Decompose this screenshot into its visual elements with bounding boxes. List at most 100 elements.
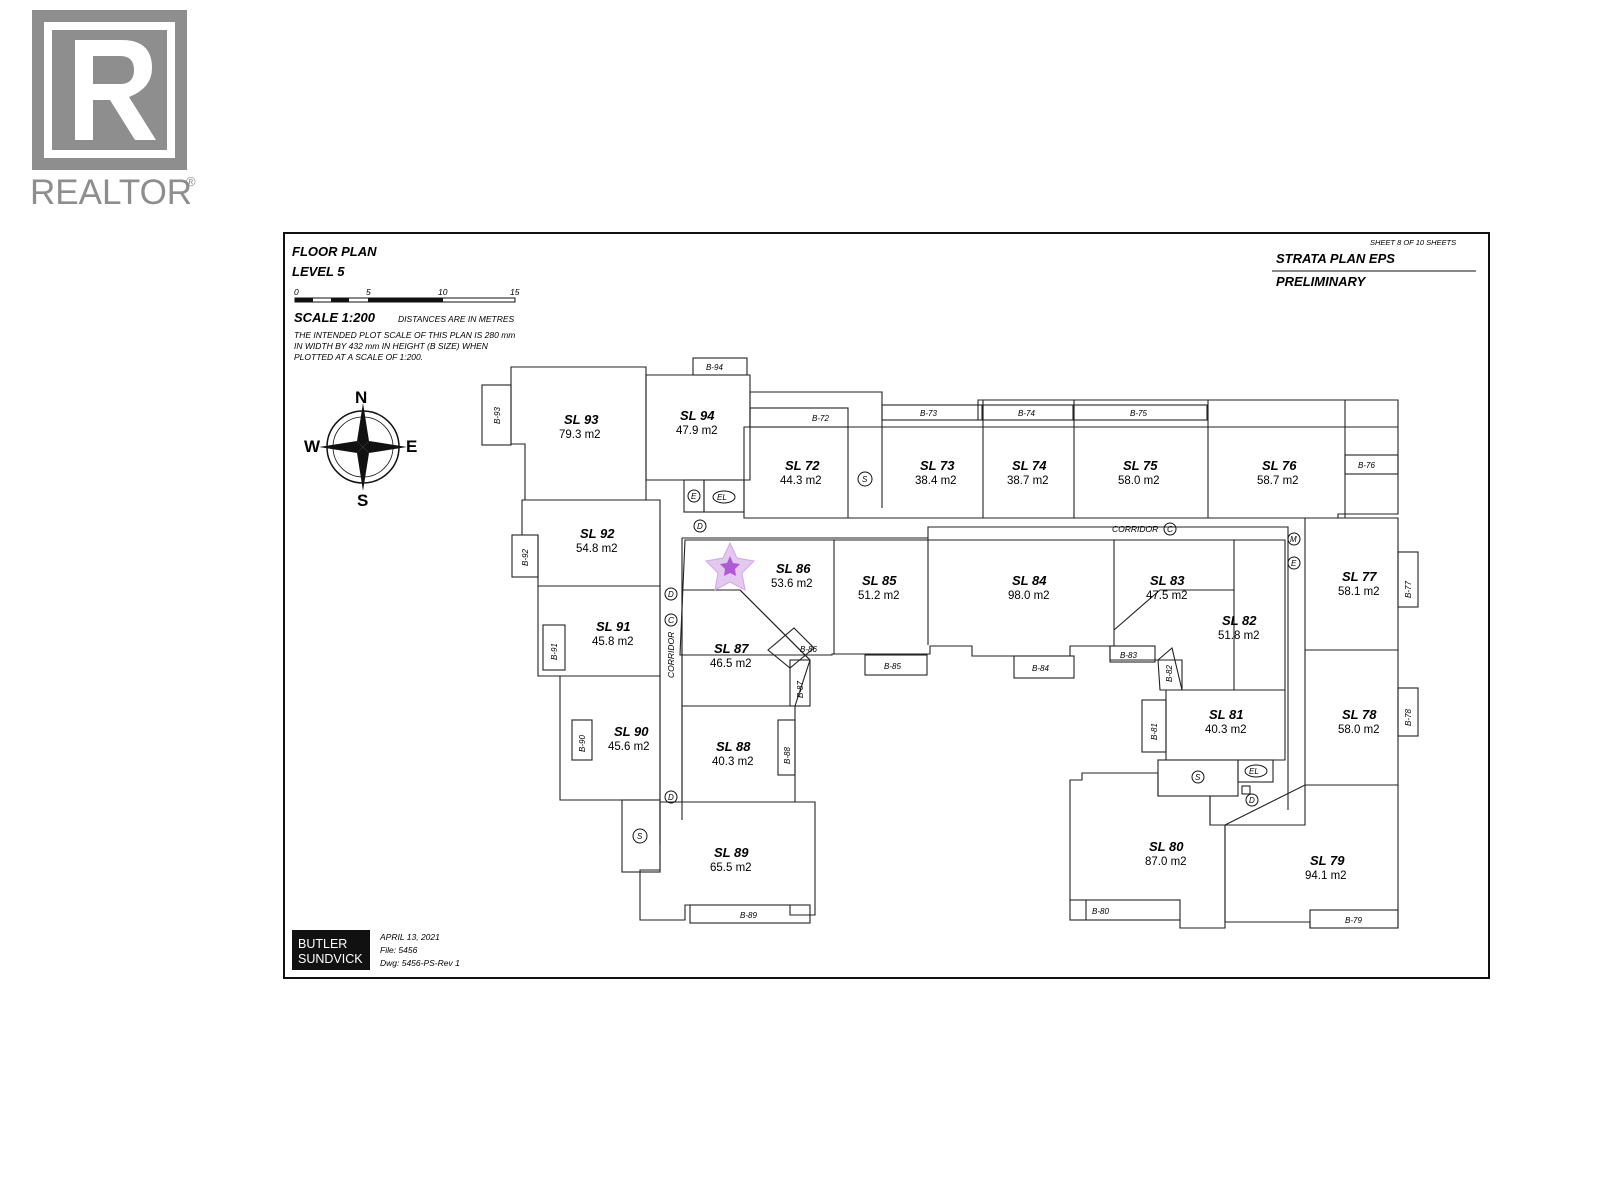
symbol-el-2: EL (1249, 767, 1259, 776)
unit-area: 40.3 m2 (1205, 724, 1247, 736)
balcony-b74: B-74 (1018, 409, 1035, 418)
scale-label: SCALE 1:200 (294, 310, 376, 325)
footer-brand-2: SUNDVICK (298, 952, 363, 966)
footer-dwg: Dwg: 5456-PS-Rev 1 (380, 958, 460, 968)
symbol-s-2: S (1195, 773, 1201, 782)
balcony-b85: B-85 (884, 662, 901, 671)
realtor-watermark: REALTOR ® (30, 8, 200, 213)
unit-area: 38.4 m2 (915, 475, 957, 487)
scale-tick-0: 0 (294, 287, 299, 297)
symbol-el-1: EL (717, 493, 727, 502)
unit-name: SL 85 (862, 573, 897, 588)
symbol-d-1: D (697, 522, 703, 531)
unit-area: 44.3 m2 (780, 475, 822, 487)
unit-area: 79.3 m2 (559, 429, 601, 441)
unit-area: 47.5 m2 (1146, 590, 1188, 602)
balcony-b82: B-82 (1165, 665, 1174, 682)
unit-name: SL 77 (1342, 569, 1377, 584)
unit-name: SL 78 (1342, 707, 1377, 722)
corridor-label-side: CORRIDOR (666, 632, 676, 678)
plan-status: PRELIMINARY (1276, 274, 1367, 289)
unit-area: 58.0 m2 (1118, 475, 1160, 487)
unit-area: 58.7 m2 (1257, 475, 1299, 487)
balcony-b83: B-83 (1120, 651, 1137, 660)
unit-name: SL 74 (1012, 458, 1047, 473)
corridor-symbol-side: C (668, 615, 675, 625)
balcony-b88: B-88 (783, 747, 792, 764)
unit-area: 45.8 m2 (592, 636, 634, 648)
symbol-e-1: E (691, 492, 697, 501)
footer-brand-1: BUTLER (298, 937, 347, 951)
unit-name: SL 90 (614, 724, 649, 739)
unit-area: 54.8 m2 (576, 543, 618, 555)
plan-symbols: S E EL D D D D M E S EL S D (632, 471, 1301, 844)
balcony-b93: B-93 (493, 407, 502, 424)
plot-note-3: PLOTTED AT A SCALE OF 1:200. (294, 352, 423, 362)
unit-area: 46.5 m2 (710, 658, 752, 670)
unit-area: 87.0 m2 (1145, 856, 1187, 868)
symbol-s-1: S (862, 475, 868, 484)
unit-sl74: SL 74 38.7 m2 (1007, 458, 1049, 487)
sheet-number: SHEET 8 OF 10 SHEETS (1370, 238, 1456, 247)
unit-name: SL 84 (1012, 573, 1047, 588)
unit-area: 58.1 m2 (1338, 586, 1380, 598)
balcony-b80: B-80 (1092, 907, 1109, 916)
scale-tick-5: 5 (366, 287, 371, 297)
sheet-border (283, 232, 1490, 979)
unit-sl94: SL 94 47.9 m2 (676, 408, 718, 437)
unit-area: 38.7 m2 (1007, 475, 1049, 487)
distance-note: DISTANCES ARE IN METRES (398, 314, 515, 324)
unit-sl84: SL 84 98.0 m2 (1008, 573, 1050, 602)
unit-name: SL 83 (1150, 573, 1185, 588)
symbol-e-2: E (1291, 559, 1297, 568)
scale-tick-10: 10 (438, 287, 448, 297)
unit-area: 47.9 m2 (676, 425, 718, 437)
unit-sl80: SL 80 87.0 m2 (1145, 839, 1187, 868)
unit-name: SL 80 (1149, 839, 1184, 854)
unit-sl92: SL 92 54.8 m2 (576, 526, 618, 555)
unit-sl91: SL 91 45.8 m2 (592, 619, 634, 648)
balcony-b91: B-91 (550, 643, 559, 660)
compass-rose-icon: N S E W (304, 388, 417, 510)
unit-name: SL 92 (580, 526, 615, 541)
unit-sl78: SL 78 58.0 m2 (1338, 707, 1380, 736)
unit-area: 58.0 m2 (1338, 724, 1380, 736)
balcony-b84: B-84 (1032, 664, 1049, 673)
balcony-b73: B-73 (920, 409, 937, 418)
corridor-label-top: CORRIDOR (1112, 524, 1158, 534)
unit-name: SL 76 (1262, 458, 1297, 473)
balcony-b86: B-86 (800, 645, 817, 654)
unit-area: 45.6 m2 (608, 741, 650, 753)
unit-area: 51.8 m2 (1218, 630, 1260, 642)
plan-level: LEVEL 5 (292, 264, 345, 279)
balcony-b76: B-76 (1358, 461, 1375, 470)
plan-title: FLOOR PLAN (292, 244, 377, 259)
corridor-symbol-top: C (1167, 524, 1174, 534)
unit-area: 40.3 m2 (712, 756, 754, 768)
unit-name: SL 79 (1310, 853, 1345, 868)
unit-name: SL 81 (1209, 707, 1243, 722)
balcony-b77: B-77 (1404, 581, 1413, 598)
unit-name: SL 91 (596, 619, 630, 634)
scale-tick-15: 15 (510, 287, 520, 297)
unit-sl76: SL 76 58.7 m2 (1257, 458, 1299, 487)
plot-note-1: THE INTENDED PLOT SCALE OF THIS PLAN IS … (294, 330, 515, 340)
balcony-b94: B-94 (706, 363, 723, 372)
balcony-b72: B-72 (812, 414, 829, 423)
unit-area: 98.0 m2 (1008, 590, 1050, 602)
butler-sundvick-logo: BUTLER SUNDVICK (292, 930, 370, 970)
plot-note-2: IN WIDTH BY 432 mm IN HEIGHT (B SIZE) WH… (294, 341, 489, 351)
unit-name: SL 94 (680, 408, 715, 423)
compass-w: W (304, 437, 321, 456)
unit-sl81: SL 81 40.3 m2 (1205, 707, 1247, 736)
